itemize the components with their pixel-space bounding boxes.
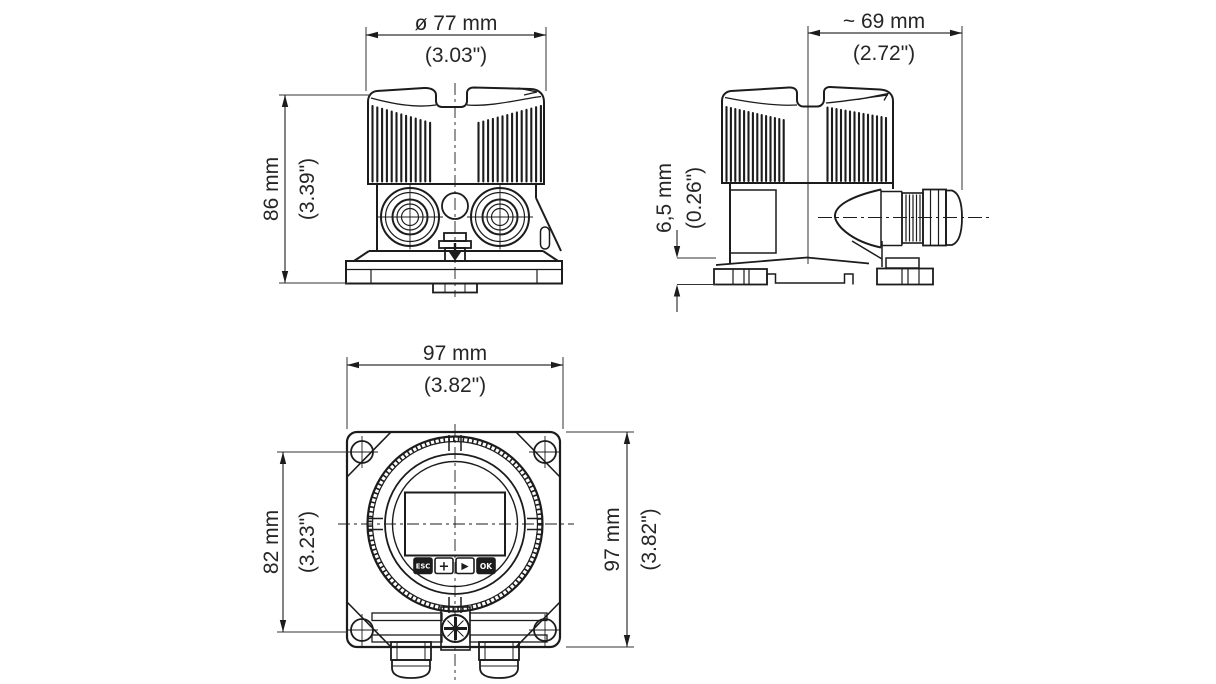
display-button-ok: OK: [476, 557, 496, 575]
face-height-dimension: 97 mm (3.82"): [566, 431, 661, 648]
side-width-dimension: ~ 69 mm (2.72"): [808, 10, 963, 190]
front-width-imperial-label: (3.03"): [425, 44, 487, 67]
esc-button-label: ESC: [416, 562, 431, 570]
front-height-dimension: 86 mm (3.39"): [260, 94, 370, 284]
front-cap-outline: [367, 86, 545, 185]
front-center-boss: [441, 192, 469, 220]
side-width-imperial-label: (2.72"): [853, 42, 915, 65]
front-cap-ribs-right: [477, 104, 542, 183]
face-width-dimension: 97 mm (3.82"): [346, 342, 564, 429]
mounting-hole-top-left: [346, 436, 378, 468]
display-button-right-arrow: ▶: [455, 557, 475, 575]
face-hole-spacing-metric-label: 82 mm: [260, 510, 283, 574]
front-port-left: [377, 184, 443, 250]
side-body-edges: [729, 183, 894, 264]
face-width-imperial-label: (3.82"): [424, 374, 486, 397]
side-body-panel: [729, 189, 777, 254]
front-port-right: [467, 184, 533, 250]
side-base: [713, 256, 934, 286]
side-base-imperial-label: (0.26"): [683, 167, 706, 229]
plus-button-label: +: [439, 560, 450, 575]
side-cap-outline: [721, 85, 894, 184]
front-height-imperial-label: (3.39"): [296, 158, 319, 220]
face-corner-tabs: [346, 431, 561, 648]
front-cap-ribs-left: [371, 104, 432, 183]
display-button-esc: ESC: [413, 557, 433, 575]
front-side-slot: [539, 226, 551, 250]
phillips-screw-icon: [441, 614, 470, 643]
side-width-metric-label: ~ 69 mm: [843, 10, 925, 33]
side-cap-top-lines: [724, 92, 890, 106]
mounting-hole-top-right: [529, 436, 561, 468]
cable-gland: [834, 188, 963, 249]
front-width-metric-label: ø 77 mm: [415, 12, 498, 35]
side-base-metric-label: 6,5 mm: [653, 163, 676, 233]
display-screen: [404, 491, 506, 557]
front-height-metric-label: 86 mm: [260, 157, 283, 221]
face-hole-spacing-dimension: 82 mm (3.23"): [260, 451, 348, 633]
front-base: [345, 260, 563, 294]
front-body-edges: [353, 184, 562, 262]
display-button-plus: +: [434, 557, 454, 575]
face-height-metric-label: 97 mm: [601, 507, 624, 571]
mounting-hole-bottom-right: [529, 614, 561, 646]
front-view: ø 77 mm (3.03") 86 mm (3.39"): [260, 12, 563, 297]
face-view: ESC + ▶ OK: [260, 342, 661, 680]
side-view: ~ 69 mm (2.72") 6,5 mm (0.26"): [653, 10, 992, 312]
mounting-hole-bottom-left: [346, 614, 378, 646]
ok-button-label: OK: [480, 562, 493, 571]
face-hole-spacing-imperial-label: (3.23"): [296, 511, 319, 573]
display-keypad: ESC + ▶ OK: [413, 557, 496, 575]
front-width-dimension: ø 77 mm (3.03"): [365, 12, 547, 91]
vent-arrow-icon: [449, 243, 461, 261]
side-cap-ribs-left: [725, 105, 785, 183]
front-cap-top-lines: [370, 87, 542, 107]
face-width-metric-label: 97 mm: [423, 342, 487, 365]
side-base-dimension: 6,5 mm (0.26"): [653, 163, 716, 312]
face-gland-right: [478, 641, 520, 679]
face-gland-left: [390, 641, 432, 679]
right-arrow-button-icon: ▶: [461, 561, 469, 572]
face-height-imperial-label: (3.82"): [638, 508, 661, 570]
face-housing: [345, 430, 562, 649]
side-cap-ribs-right: [826, 106, 888, 183]
